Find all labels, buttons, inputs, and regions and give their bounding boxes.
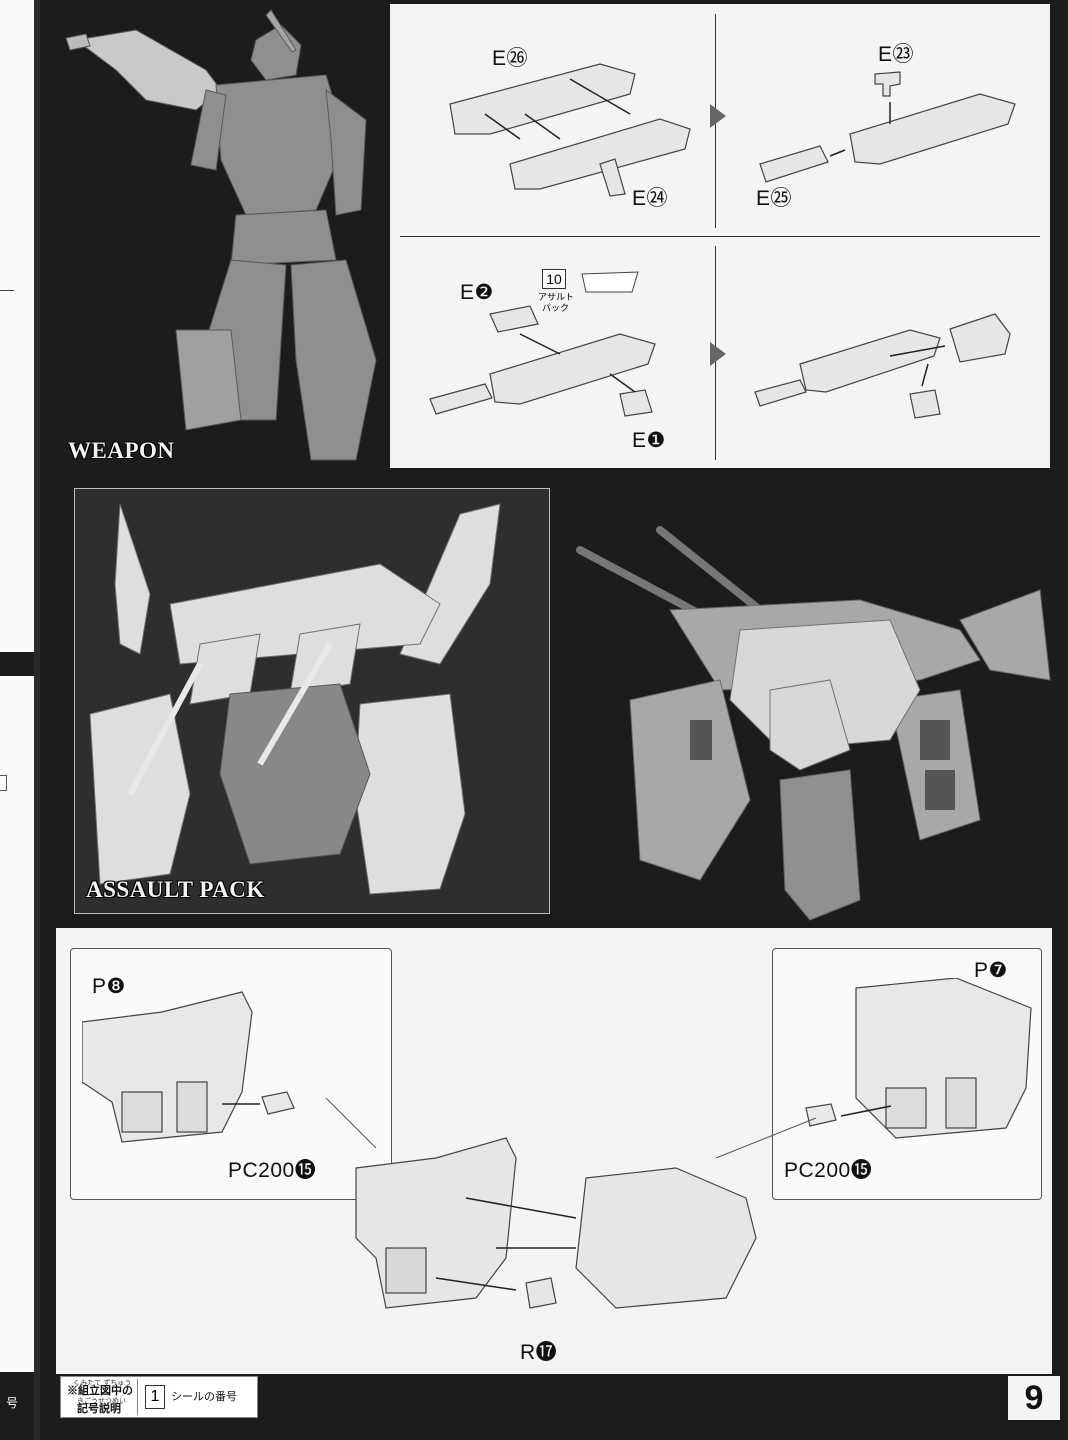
left-callout-part: P❽	[92, 975, 126, 998]
right-callout-part: P❼	[974, 959, 1008, 982]
step3-label-a: E❷	[460, 281, 494, 304]
step1-label-a: E㉖	[492, 47, 529, 70]
adjacent-page-strip: 号	[0, 0, 34, 1440]
strip-line	[0, 290, 14, 291]
step2-label-a: E㉓	[878, 43, 915, 66]
legend-divider	[137, 1379, 138, 1415]
left-callout-pc: PC200⓯	[228, 1159, 317, 1182]
assembly-panel: P❽ PC200⓯ P❼ PC200⓯	[56, 928, 1052, 1374]
step2-label-b: E㉕	[756, 187, 793, 210]
strip-dark-band	[0, 652, 34, 676]
assault-pack-title: ASSAULT PACK	[86, 877, 265, 902]
sticker-box-icon: 1	[145, 1385, 165, 1409]
right-callout-pc: PC200⓯	[784, 1159, 873, 1182]
legend-line-2: 記号説明	[77, 1403, 121, 1415]
sticker-caption: シールの番号	[171, 1391, 237, 1403]
step1-label-b: E㉔	[632, 187, 669, 210]
strip-dark-band-bottom	[0, 1372, 34, 1440]
callout-leaders	[325, 1097, 817, 1159]
assault-pack-rear-photo	[576, 526, 1051, 921]
sticker-shape	[581, 271, 639, 293]
weapon-instruction-panel: E㉖ E㉔ E㉓ E㉕ E❷ E❶ 10 アサルト パック	[390, 4, 1050, 468]
legend-ruby-2: きごうせつめい	[77, 1398, 126, 1405]
step-arrow-icon	[710, 342, 726, 366]
step3-label-b: E❶	[632, 429, 666, 452]
symbol-legend-box: くみたて ずちゅう ※組立図中の きごうせつめい 記号説明 1 シールの番号	[60, 1376, 258, 1418]
page-number: 9	[1024, 1379, 1044, 1417]
legend-line-1: ※組立図中の	[67, 1385, 133, 1397]
sticker-text-1: アサルト	[538, 292, 575, 302]
page-number-box: 9	[1008, 1376, 1060, 1420]
sticker-number-box: 10	[542, 269, 566, 289]
bottom-part-label: R⓱	[520, 1341, 558, 1364]
left-callout-drawing	[82, 991, 295, 1143]
weapon-mecha-photo	[65, 9, 377, 461]
sticker-number: 10	[546, 271, 562, 287]
strip-glyph: 号	[6, 1396, 19, 1410]
assault-pack-photo	[89, 503, 501, 895]
weapon-panel-h-divider	[400, 236, 1040, 237]
sticker-text-2: パック	[542, 303, 570, 313]
strip-bracket	[0, 775, 7, 791]
step1-drawing	[449, 63, 691, 197]
step2-drawing	[759, 71, 1016, 183]
step3-drawing	[429, 305, 656, 417]
step4-drawing	[754, 313, 1011, 419]
step-arrow-icon	[710, 104, 726, 128]
legend-ruby-1: くみたて ずちゅう	[73, 1380, 132, 1387]
page-gutter	[34, 0, 40, 1440]
weapon-title: WEAPON	[68, 438, 175, 463]
sticker-box-number: 1	[150, 1388, 160, 1405]
main-assembly-drawing	[355, 1137, 757, 1309]
right-callout-drawing	[805, 978, 1032, 1139]
